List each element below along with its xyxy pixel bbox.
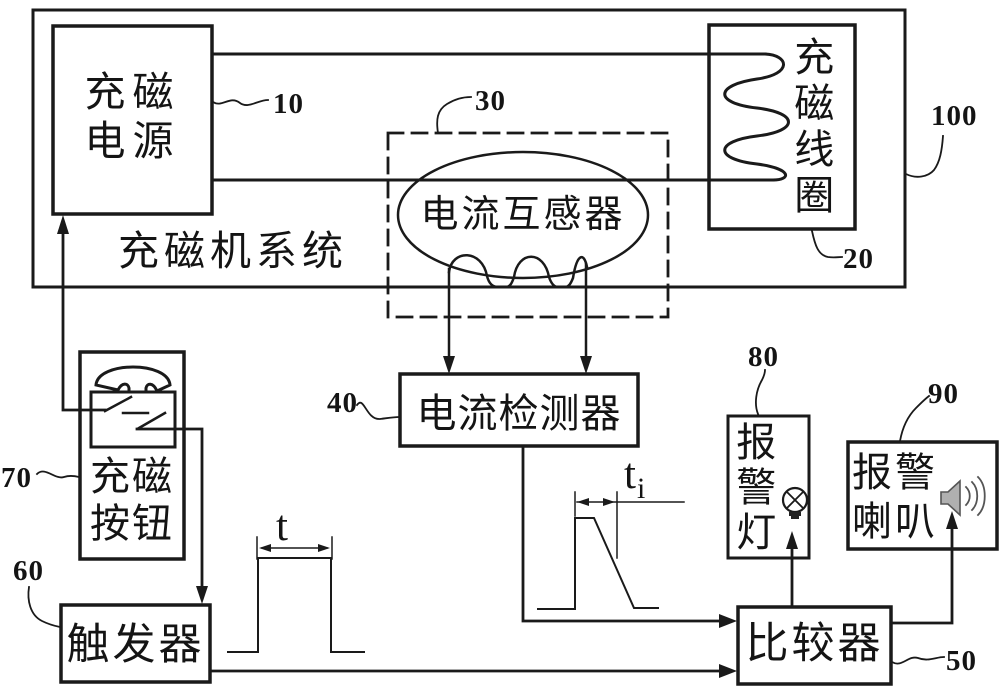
leader-40 (355, 401, 400, 420)
alarm-horn-box (846, 440, 999, 551)
wire-button-to-trigger (135, 427, 204, 594)
detected-current-waveform (537, 491, 685, 610)
system-box (31, 8, 907, 289)
push-button-icon (89, 365, 177, 449)
leader-90 (898, 394, 931, 443)
arrow-into-lamp (786, 531, 798, 549)
arrow-into-detector-right (580, 356, 592, 374)
leader-10 (211, 99, 269, 106)
detector-label: 电流检测器 (416, 391, 622, 436)
leader-30 (436, 96, 472, 135)
switch-contacts-icon (103, 395, 167, 430)
speaker-icon (940, 475, 986, 517)
arrow-dim-ti-left (577, 498, 589, 506)
comparator-box (736, 605, 893, 686)
ref-50: 50 (946, 645, 977, 677)
system-title: 充磁机系统 (118, 228, 348, 274)
trigger-pulse-waveform (227, 536, 365, 653)
ref-40: 40 (327, 387, 358, 419)
trigger-label: 触发器 (66, 622, 205, 669)
current-time-label-main: t (624, 451, 636, 498)
arrow-dim-t-right (318, 544, 330, 552)
wire-button-to-power (61, 226, 107, 412)
ref-30: 30 (475, 85, 506, 117)
ref-20: 20 (843, 243, 874, 275)
ref-70: 70 (1, 462, 32, 494)
leader-100 (904, 135, 944, 178)
reference-leader-lines (27, 96, 945, 665)
alarm-lamp-box (726, 414, 811, 560)
comparator-label: 比较器 (745, 621, 884, 668)
trigger-box (59, 603, 212, 684)
coil-box (707, 23, 857, 231)
current-time-label-subscript: i (636, 472, 646, 505)
power-supply-box (51, 24, 214, 216)
arrowheads (57, 215, 958, 678)
detector-box (398, 372, 640, 448)
button-label: 充磁 按钮 (90, 454, 174, 546)
transformer-winding-humps (447, 254, 589, 289)
arrow-into-comparator-bottom (719, 664, 737, 678)
leader-60 (27, 585, 62, 629)
ref-90: 90 (928, 378, 959, 410)
lamp-bulb-icon (781, 486, 809, 519)
inductor-coil-icon (723, 52, 790, 182)
ref-60: 60 (13, 555, 44, 587)
leader-50 (890, 656, 945, 665)
coil-label: 充磁线圈 (788, 36, 834, 220)
arrow-into-horn (946, 511, 958, 529)
alarm-horn-label: 报警喇叭 (852, 450, 938, 544)
transformer-ellipse (396, 150, 650, 280)
transformer-dashed-box (386, 131, 670, 319)
leader-80 (755, 369, 766, 416)
arrow-into-power (57, 215, 69, 234)
pulse-width-label: t (276, 503, 288, 550)
button-box (78, 350, 186, 561)
arrow-into-detector-left (443, 356, 455, 374)
ref-100: 100 (931, 100, 978, 132)
ref-10: 10 (273, 88, 304, 120)
ref-80: 80 (748, 341, 779, 373)
alarm-lamp-label: 报警灯 (730, 421, 776, 556)
leader-20 (810, 229, 843, 259)
arrow-into-trigger (196, 586, 208, 604)
wire-detector-to-comparator (521, 444, 728, 623)
power-supply-label: 充磁 电源 (84, 69, 181, 164)
wire-comparator-to-horn (889, 522, 954, 625)
arrow-into-comparator-top (719, 614, 737, 628)
current-time-label: ti (624, 450, 645, 505)
leader-70 (35, 470, 81, 479)
arrow-dim-t-left (259, 544, 271, 552)
arrow-dim-ti-right (603, 498, 615, 506)
transformer-label: 电流互感器 (420, 194, 626, 236)
